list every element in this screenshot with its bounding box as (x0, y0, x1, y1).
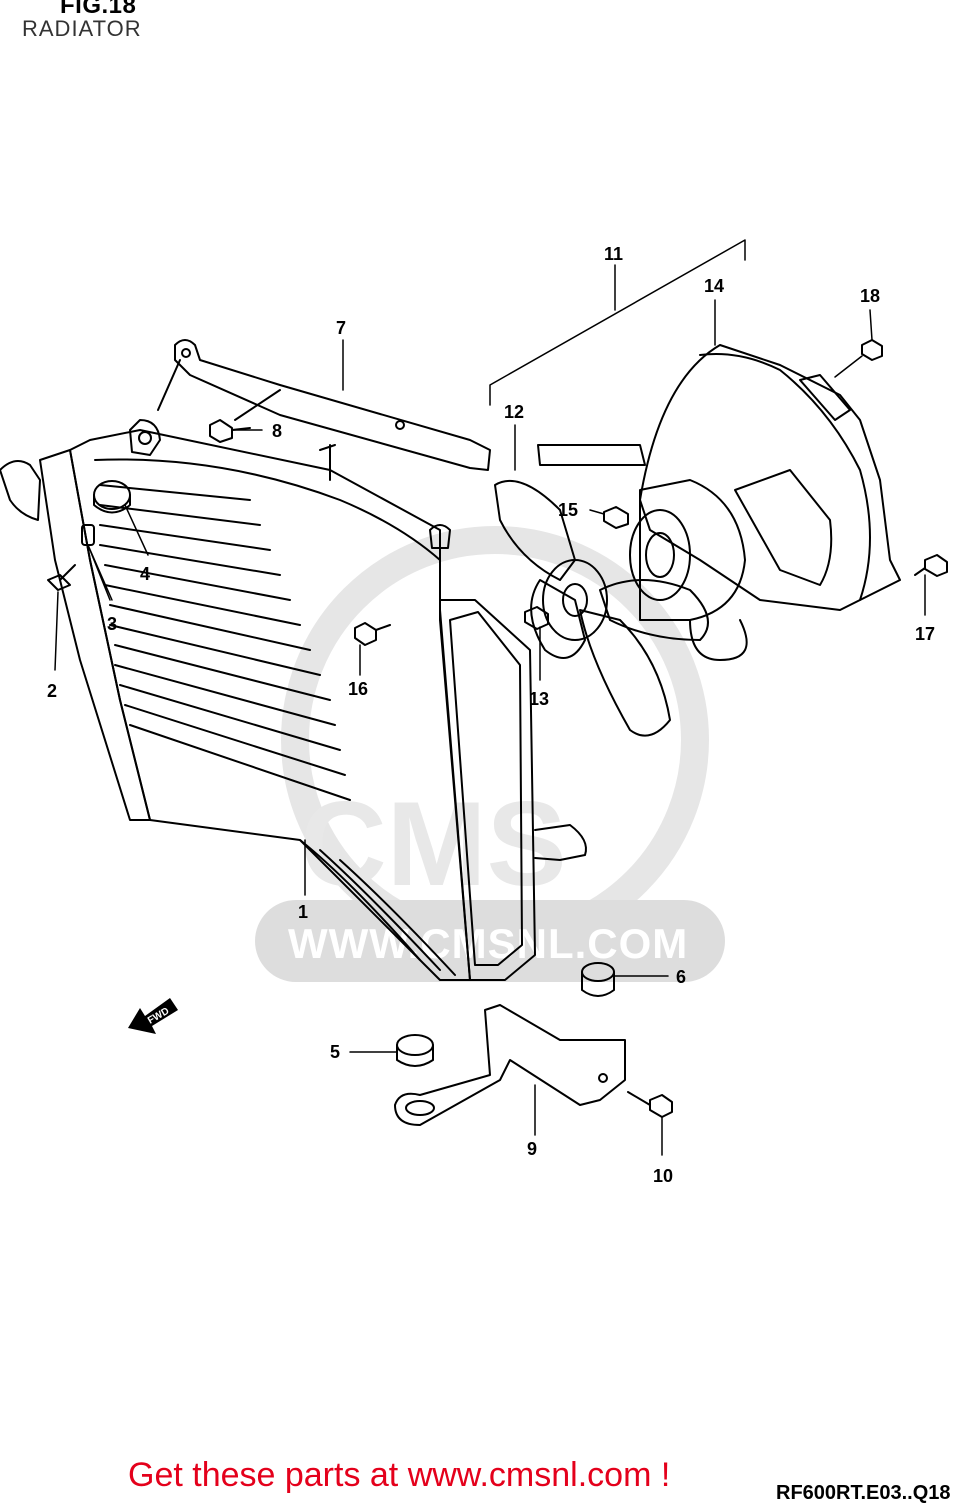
cushion-6 (581, 962, 615, 997)
cushion-5 (396, 1034, 434, 1067)
callout-17: 17 (915, 624, 935, 644)
callout-3: 3 (107, 614, 117, 634)
fwd-arrow: FWD (128, 998, 178, 1034)
promo-link[interactable]: Get these parts at www.cmsnl.com ! (128, 1456, 671, 1494)
diagram-code: RF600RT.E03..Q18 (776, 1482, 951, 1504)
callout-7: 7 (336, 318, 346, 338)
fan-bracket-arm (537, 444, 646, 466)
radiator-side-tank (439, 599, 587, 981)
nut-18 (861, 339, 883, 361)
callout-13: 13 (529, 689, 549, 709)
callout-9: 9 (527, 1139, 537, 1159)
callout-14: 14 (704, 276, 724, 296)
callout-12: 12 (504, 402, 524, 422)
bolt-8 (209, 419, 251, 443)
callout-16: 16 (348, 679, 368, 699)
fan-blade (494, 480, 709, 737)
upper-bracket (157, 339, 491, 471)
fwd-label: FWD (146, 1006, 171, 1027)
watermark-url: WWW.CMSNL.COM (288, 920, 688, 967)
callout-1: 1 (298, 902, 308, 922)
fan-motor (629, 479, 748, 661)
callout-18: 18 (860, 286, 880, 306)
screw-15 (603, 506, 629, 529)
bolt-16 (354, 622, 391, 646)
callout-6: 6 (676, 967, 686, 987)
callout-4: 4 (140, 564, 150, 584)
callout-numbers: 1 2 3 4 5 6 7 8 9 10 11 12 13 14 15 16 1… (47, 244, 935, 1186)
cushion-4 (93, 480, 131, 514)
callout-15: 15 (558, 500, 578, 520)
bolt-17 (914, 554, 948, 577)
nut-13 (524, 606, 549, 630)
bolt-2 (47, 564, 76, 591)
bolt-10 (627, 1091, 673, 1118)
watermark-banner (255, 900, 725, 982)
radiator-mount-tab (129, 419, 161, 456)
callout-10: 10 (653, 1166, 673, 1186)
leader-lines (54, 239, 926, 1156)
watermark: CMS WWW.CMSNL.COM (255, 526, 725, 982)
callout-5: 5 (330, 1042, 340, 1062)
lower-bracket (394, 1004, 626, 1126)
figure-subtitle: RADIATOR (22, 16, 142, 41)
fan-shroud (639, 344, 901, 611)
figure-title: FIG.18 (60, 0, 137, 19)
callout-2: 2 (47, 681, 57, 701)
callout-11: 11 (604, 244, 623, 264)
callout-8: 8 (272, 421, 282, 441)
